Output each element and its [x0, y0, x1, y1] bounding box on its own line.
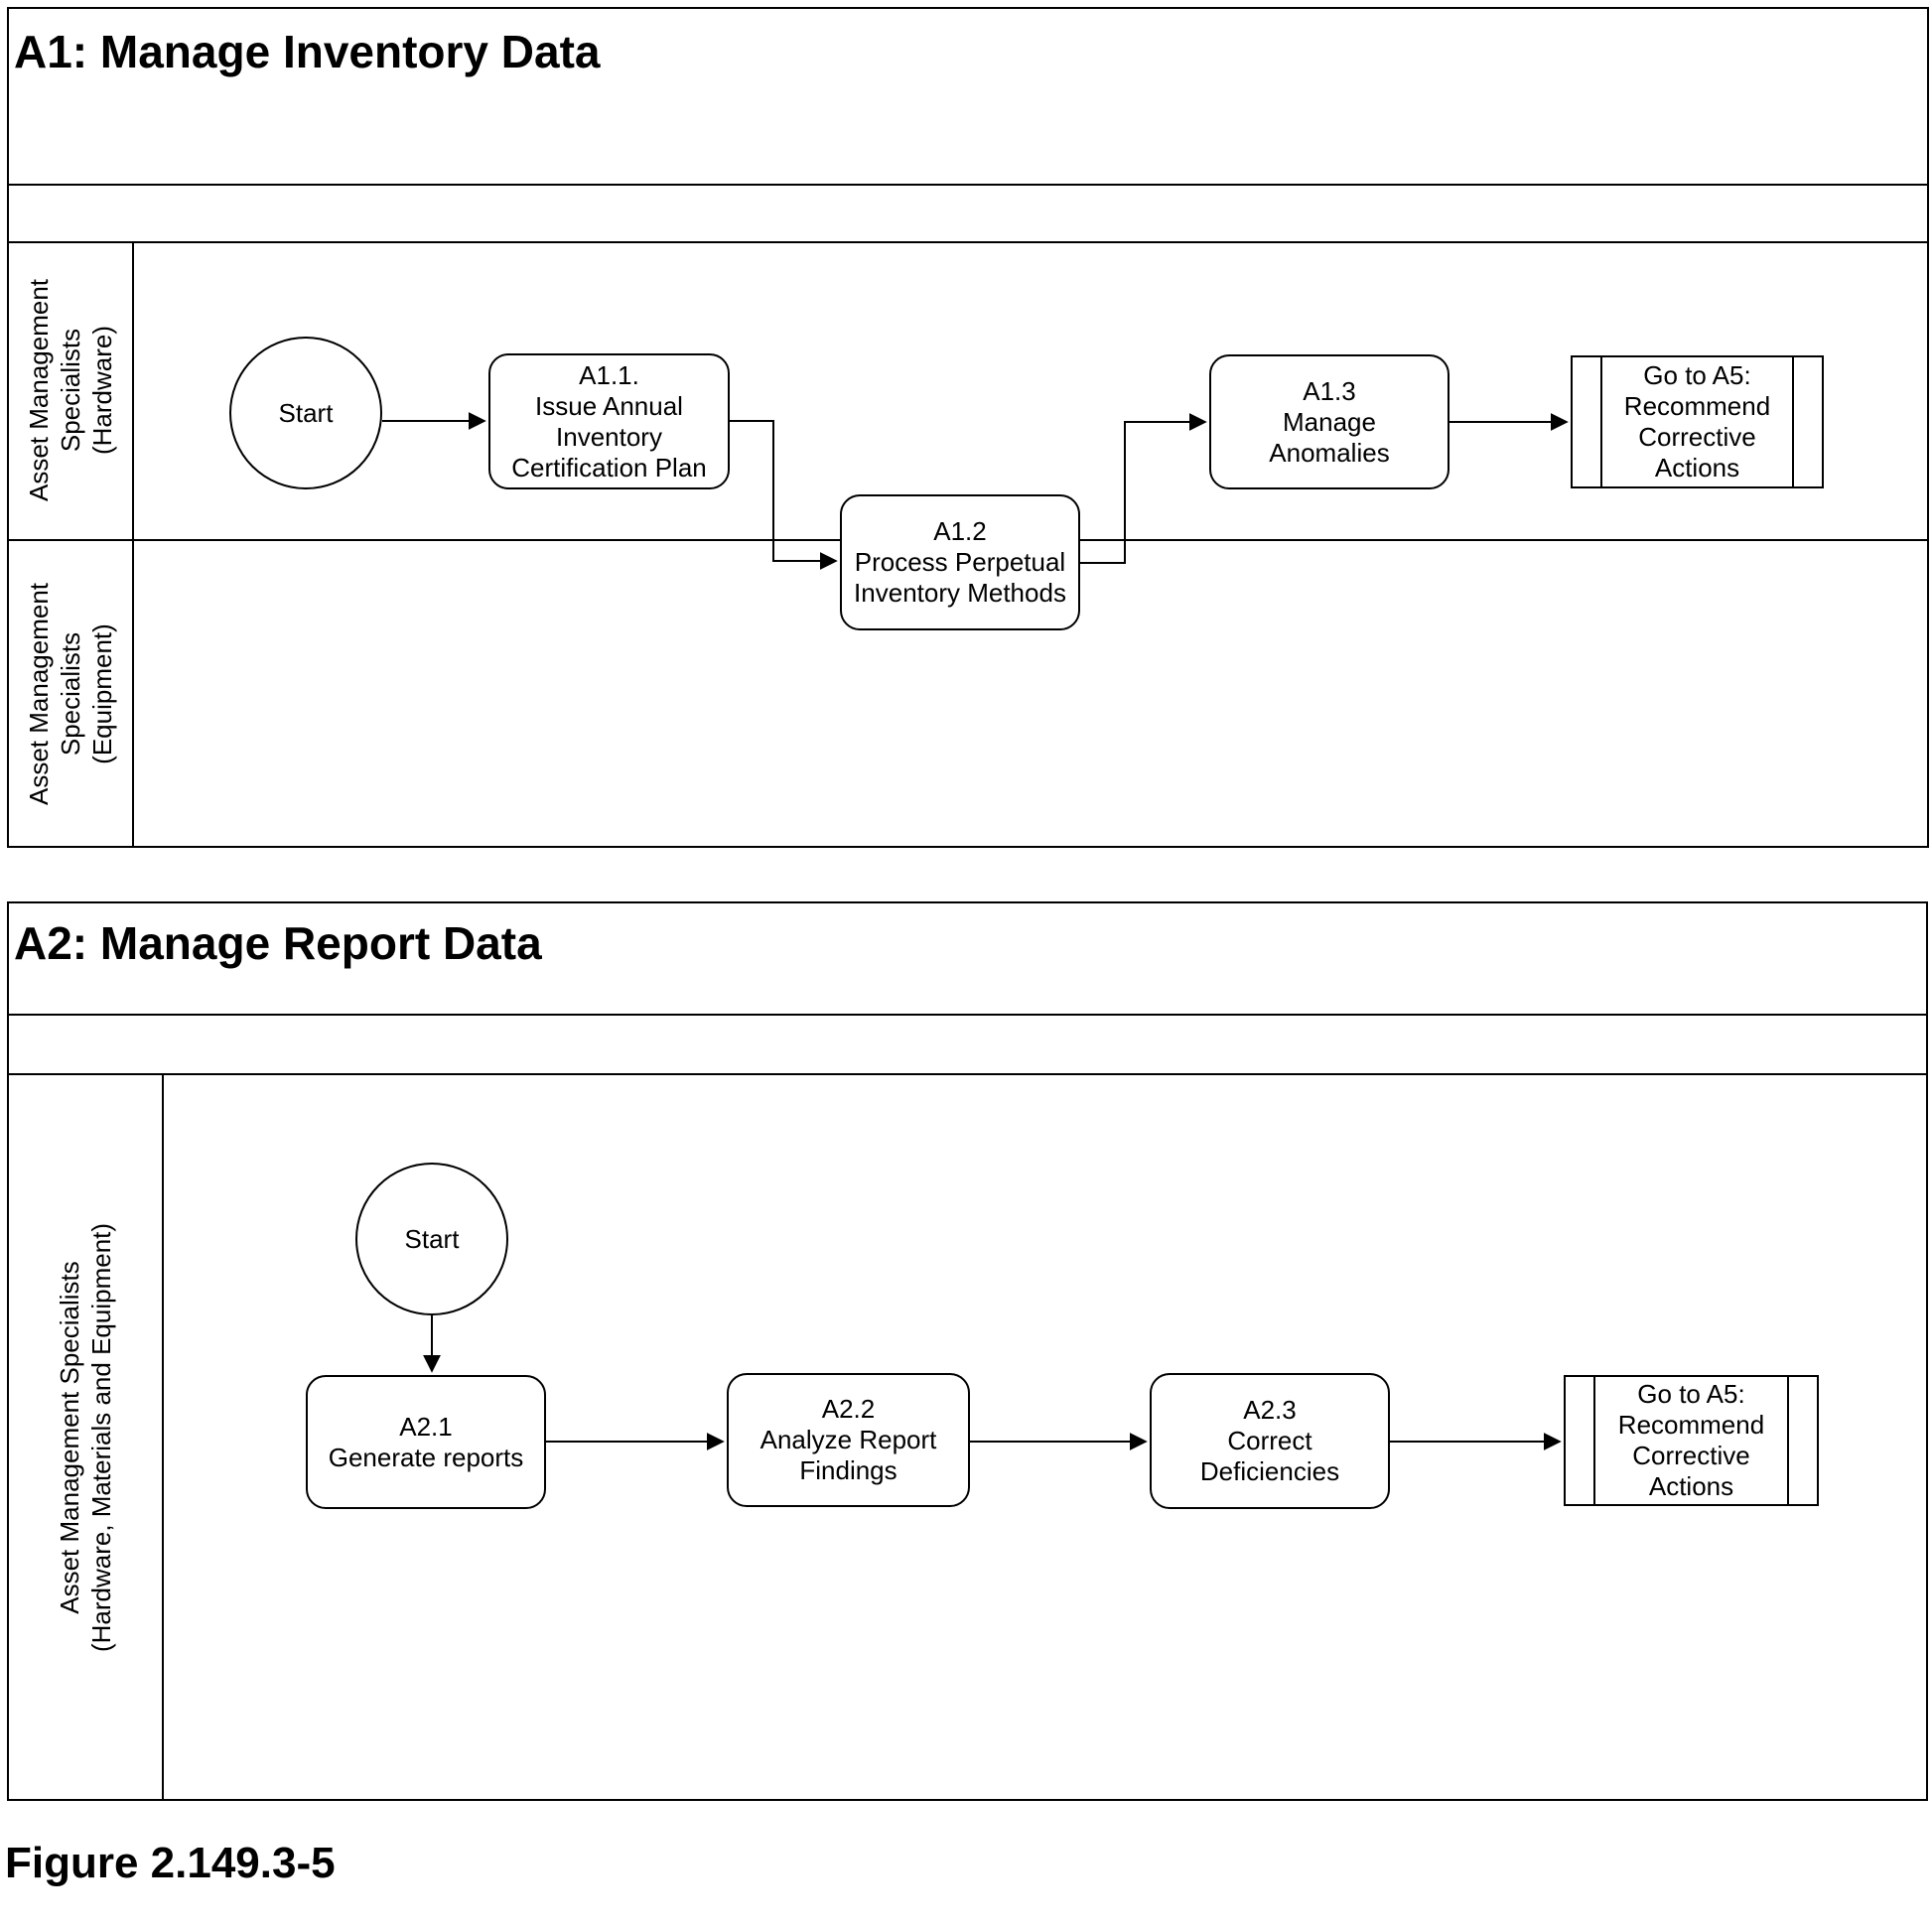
a2-lane-label: Asset Management Specialists (Hardware, … [9, 1075, 162, 1799]
start-label: Start [404, 1223, 460, 1254]
lane-label-line: Specialists [56, 328, 86, 453]
node-label-line: Deficiencies [1199, 1456, 1340, 1486]
node-label-line: Generate reports [328, 1442, 524, 1472]
reference-left-bar [1600, 357, 1602, 486]
a1-header-band-divider [7, 241, 1929, 243]
node-label-line: Corrective [1638, 422, 1756, 452]
node-label-line: Go to A5: [1637, 1379, 1745, 1409]
node-label-line: A1.1. [579, 359, 639, 390]
a1-lane1-label: Asset Management Specialists (Hardware) [9, 243, 132, 537]
lane-label-line: Asset Management [24, 278, 55, 502]
node-label-line: Inventory [556, 421, 662, 452]
a1-start-event: Start [229, 337, 382, 489]
node-a1-2: A1.2 Process Perpetual Inventory Methods [840, 494, 1080, 630]
node-label-line: Process Perpetual [854, 547, 1066, 577]
node-label-line: Corrective [1632, 1441, 1750, 1470]
node-label-line: Inventory Methods [854, 578, 1066, 608]
a2-label-column-divider [162, 1073, 164, 1801]
a1-title-divider [7, 184, 1929, 186]
a1-label-column-divider [132, 241, 134, 848]
node-label-line: Certification Plan [511, 452, 707, 482]
start-label: Start [278, 397, 334, 428]
node-label-line: A2.3 [1243, 1395, 1297, 1425]
node-a2-2: A2.2 Analyze Report Findings [727, 1373, 970, 1507]
node-label-line: A1.2 [933, 516, 987, 546]
node-label-line: Recommend [1623, 391, 1771, 421]
lane-label-line: (Hardware) [87, 325, 118, 456]
a2-header-band-divider [7, 1073, 1928, 1075]
node-a1-3: A1.3 Manage Anomalies [1209, 354, 1449, 489]
a1-goto-a5-reference: Go to A5: Recommend Corrective Actions [1571, 355, 1824, 488]
node-a2-1: A2.1 Generate reports [306, 1375, 546, 1509]
a2-goto-a5-reference: Go to A5: Recommend Corrective Actions [1564, 1375, 1819, 1506]
node-label-line: Actions [1654, 453, 1740, 482]
node-label-line: Analyze Report [759, 1425, 937, 1454]
a1-lane2-label: Asset Management Specialists (Equipment) [9, 541, 132, 846]
node-label-line: Findings [799, 1455, 897, 1485]
node-label-line: Recommend [1617, 1410, 1765, 1440]
lane-label-line: Asset Management Specialists [55, 1260, 85, 1614]
section-a2-title: A2: Manage Report Data [14, 917, 542, 969]
node-label-line: Actions [1648, 1471, 1734, 1501]
node-label-line: Go to A5: [1643, 360, 1751, 390]
figure-caption: Figure 2.149.3-5 [5, 1839, 336, 1887]
reference-left-bar [1593, 1377, 1595, 1504]
lane-label-line: Specialists [56, 631, 86, 756]
a2-start-event: Start [355, 1163, 508, 1315]
node-label-line: Issue Annual [535, 390, 683, 421]
lane-label-line: (Hardware, Materials and Equipment) [86, 1222, 117, 1652]
node-label-line: Anomalies [1269, 437, 1390, 468]
node-label-line: A2.1 [399, 1411, 453, 1442]
reference-right-bar [1792, 357, 1794, 486]
lane-label-line: Asset Management [24, 582, 55, 805]
node-a1-1: A1.1. Issue Annual Inventory Certificati… [488, 353, 730, 489]
node-a2-3: A2.3 Correct Deficiencies [1150, 1373, 1390, 1509]
a2-title-divider [7, 1014, 1928, 1016]
node-label-line: Manage [1283, 406, 1376, 437]
lane-label-line: (Equipment) [87, 622, 118, 764]
section-a2 [7, 901, 1928, 1801]
reference-right-bar [1787, 1377, 1789, 1504]
node-label-line: Correct [1227, 1426, 1312, 1455]
node-label-line: A2.2 [821, 1394, 876, 1424]
node-label-line: A1.3 [1303, 375, 1356, 406]
section-a1-title: A1: Manage Inventory Data [14, 26, 601, 77]
